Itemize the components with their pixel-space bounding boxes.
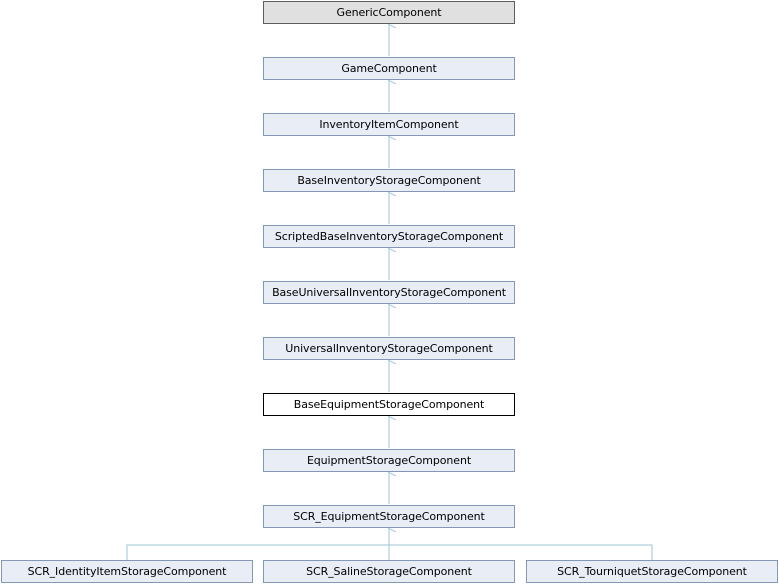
node-base-universal-inventory-storage-component[interactable]: BaseUniversalInventoryStorageComponent [263, 281, 515, 304]
node-base-inventory-storage-component[interactable]: BaseInventoryStorageComponent [263, 169, 515, 192]
node-scr-identity-item-storage-component[interactable]: SCR_IdentityItemStorageComponent [1, 560, 253, 583]
node-scr-saline-storage-component[interactable]: SCR_SalineStorageComponent [263, 560, 515, 583]
node-scripted-base-inventory-storage-component[interactable]: ScriptedBaseInventoryStorageComponent [263, 225, 515, 248]
node-game-component[interactable]: GameComponent [263, 57, 515, 80]
node-base-equipment-storage-component: BaseEquipmentStorageComponent [263, 393, 515, 416]
node-inventory-item-component[interactable]: InventoryItemComponent [263, 113, 515, 136]
node-scr-tourniquet-storage-component[interactable]: SCR_TourniquetStorageComponent [526, 560, 778, 583]
node-equipment-storage-component[interactable]: EquipmentStorageComponent [263, 449, 515, 472]
node-universal-inventory-storage-component[interactable]: UniversalInventoryStorageComponent [263, 337, 515, 360]
node-scr-equipment-storage-component[interactable]: SCR_EquipmentStorageComponent [263, 505, 515, 528]
edge-children-bus [126, 544, 653, 560]
node-generic-component: GenericComponent [263, 1, 515, 24]
